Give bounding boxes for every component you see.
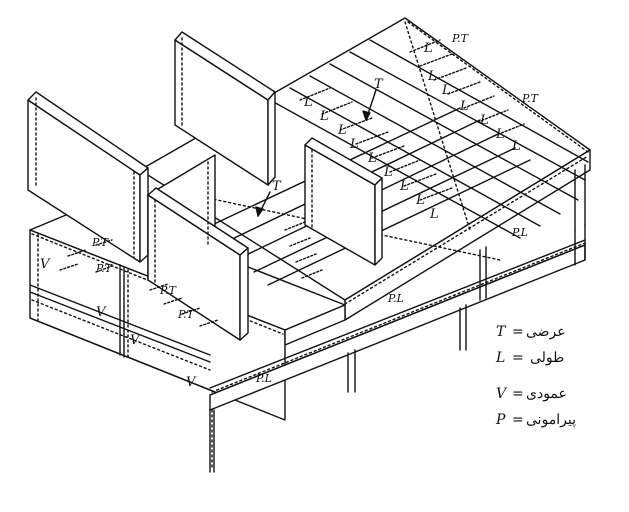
drawing-labels: P.T P.T T T L L L L L L L L L L L L L L … bbox=[40, 32, 540, 390]
legend-eq: = bbox=[512, 350, 524, 366]
label-pt-3: P.T bbox=[159, 284, 178, 297]
label-l-5: L bbox=[479, 113, 489, 128]
left-wall-panel bbox=[27, 91, 149, 263]
label-pt-2: P.T bbox=[95, 262, 114, 275]
label-v-1: V bbox=[40, 257, 51, 272]
legend-eq: = bbox=[512, 412, 524, 428]
label-t-rear: T bbox=[374, 77, 384, 92]
label-l-6: L bbox=[495, 127, 505, 142]
label-v-3: V bbox=[130, 333, 141, 348]
legend-text: پیرامونی bbox=[526, 412, 576, 428]
label-pl-right: P.L bbox=[511, 226, 528, 239]
legend: T = عرضی L = طولی V = عمودی P = پیرامونی bbox=[495, 324, 576, 428]
label-l-12: L bbox=[367, 151, 377, 166]
main-deck bbox=[139, 17, 591, 396]
right-panel bbox=[304, 137, 383, 266]
legend-eq: = bbox=[512, 386, 524, 402]
legend-row-l: L = طولی bbox=[495, 350, 564, 366]
legend-symbol: T bbox=[496, 324, 507, 340]
label-l-11: L bbox=[349, 137, 359, 152]
legend-row-p: P = پیرامونی bbox=[495, 412, 576, 428]
label-l-10: L bbox=[337, 123, 347, 138]
middle-panels bbox=[147, 154, 249, 341]
label-l-2: L bbox=[427, 69, 437, 84]
label-v-2: V bbox=[96, 305, 107, 320]
legend-symbol: V bbox=[496, 386, 508, 402]
label-l-15: L bbox=[415, 193, 425, 208]
legend-text: عرضی bbox=[526, 324, 566, 340]
label-l-4: L bbox=[459, 99, 469, 114]
label-l-1: L bbox=[423, 41, 433, 56]
label-pl-bottom: P.L bbox=[255, 372, 272, 385]
legend-symbol: L bbox=[495, 350, 505, 366]
label-l-16: L bbox=[429, 207, 439, 222]
legend-row-v: V = عمودی bbox=[496, 386, 567, 402]
t-arrows bbox=[255, 89, 377, 217]
weld-marks bbox=[59, 39, 525, 327]
label-l-8: L bbox=[303, 95, 313, 110]
rear-panel bbox=[174, 31, 276, 186]
legend-row-t: T = عرضی bbox=[496, 324, 566, 340]
label-l-7: L bbox=[511, 139, 521, 154]
label-v-4: V bbox=[186, 375, 197, 390]
label-l-14: L bbox=[399, 179, 409, 194]
legend-symbol: P bbox=[495, 412, 506, 428]
label-pt-4: P.T bbox=[177, 308, 196, 321]
label-t-front: T bbox=[272, 179, 282, 194]
label-l-13: L bbox=[383, 165, 393, 180]
legend-text: طولی bbox=[530, 350, 564, 366]
legend-text: عمودی bbox=[526, 386, 567, 402]
legend-eq: = bbox=[512, 324, 524, 340]
label-pt-right: P.T bbox=[521, 92, 540, 105]
label-pt-1: P.T bbox=[91, 236, 110, 249]
label-pt-top: P.T bbox=[451, 32, 470, 45]
label-l-9: L bbox=[319, 109, 329, 124]
label-l-3: L bbox=[441, 83, 451, 98]
label-pl-mid: P.L bbox=[387, 292, 404, 305]
